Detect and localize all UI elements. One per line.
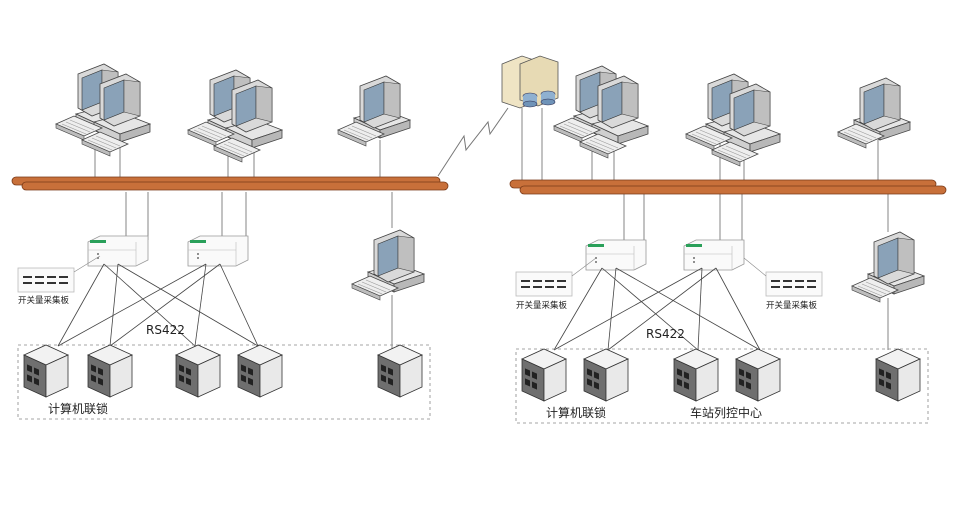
- left-network: 开关量采集板 RS422 计算机联锁: [11, 64, 449, 420]
- server-cabinet-icon: [175, 344, 221, 398]
- dual-workstation-icon: [686, 74, 780, 166]
- dual-workstation-icon: [554, 66, 648, 158]
- rs422-label: RS422: [646, 327, 685, 341]
- io-board-icon: [515, 271, 573, 297]
- server-cabinet-icon: [735, 348, 781, 402]
- right-group-box: [515, 348, 929, 424]
- server-cabinet-icon: [23, 344, 69, 398]
- workstation-icon: [352, 230, 424, 300]
- switch-icon: [585, 239, 647, 271]
- group-label-train-control: 车站列控中心: [690, 405, 762, 420]
- left-backbone: [11, 176, 449, 191]
- switch-icon: [187, 235, 249, 267]
- left-rs422-links: [57, 263, 259, 347]
- io-board-icon: [765, 271, 823, 297]
- switch-board-label-2: 开关量采集板: [766, 300, 818, 311]
- server-cabinet-icon: [673, 348, 719, 402]
- database-server-icon: [501, 55, 559, 109]
- right-backbone: [509, 179, 947, 195]
- dual-workstation-icon: [188, 70, 282, 162]
- io-board-icon: [17, 267, 75, 293]
- right-rs422-links: [553, 267, 761, 351]
- switch-board-label: 开关量采集板: [516, 300, 568, 311]
- group-label-interlock: 计算机联锁: [48, 401, 108, 416]
- server-cabinet-icon: [521, 348, 567, 402]
- dual-workstation-icon: [56, 64, 150, 156]
- rs422-label: RS422: [146, 323, 185, 337]
- group-label-interlock: 计算机联锁: [546, 405, 606, 420]
- server-cabinet-icon: [377, 344, 423, 398]
- server-cabinet-icon: [237, 344, 283, 398]
- server-cabinet-icon: [875, 348, 921, 402]
- workstation-icon: [838, 78, 910, 148]
- switch-icon: [683, 239, 745, 271]
- lightning-link-icon: [437, 107, 509, 177]
- workstation-icon: [852, 232, 924, 302]
- switch-board-label: 开关量采集板: [18, 295, 70, 306]
- server-cabinet-icon: [583, 348, 629, 402]
- switch-icon: [87, 235, 149, 267]
- workstation-icon: [338, 76, 410, 146]
- right-network: 开关量采集板 开关量采集板 RS422 计算机联锁 车站列控中心: [509, 66, 947, 424]
- server-cabinet-icon: [87, 344, 133, 398]
- left-group-box: [17, 344, 431, 420]
